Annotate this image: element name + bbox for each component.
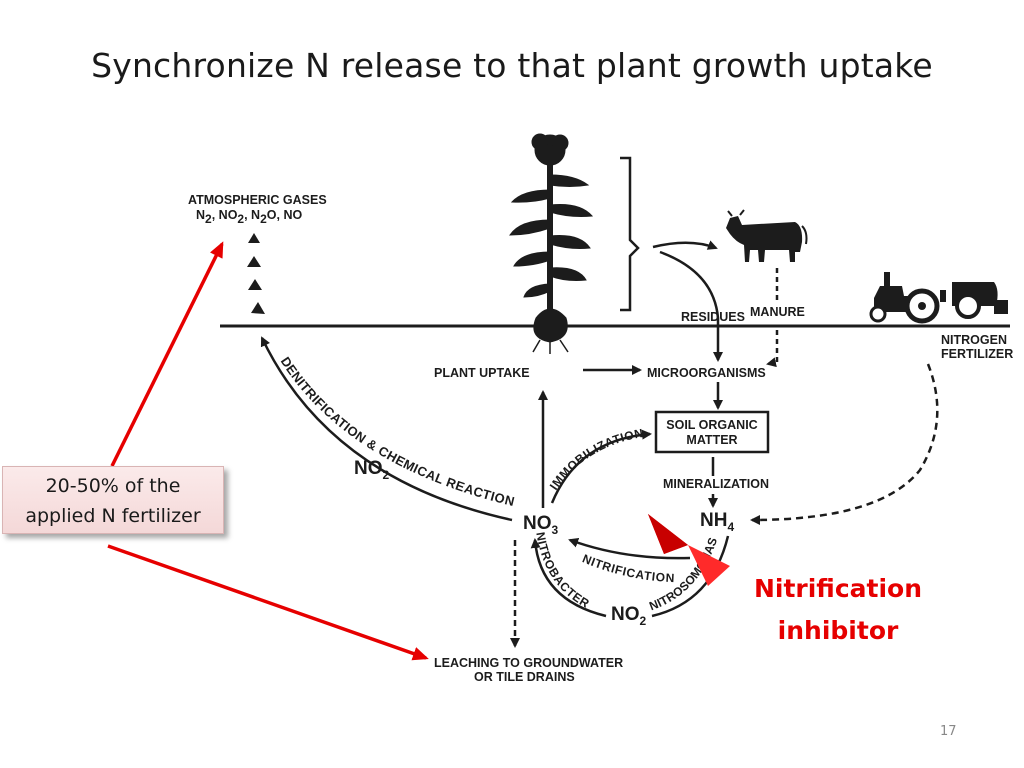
soil-organic-matter-label-1: SOIL ORGANIC <box>666 418 757 432</box>
nitrogen-fertilizer-label-1: NITROGEN <box>941 333 1007 347</box>
nh4-label: NH4 <box>700 510 734 534</box>
denitrification-arrow <box>260 336 513 522</box>
nitrosomonas-arrow <box>651 535 730 618</box>
callout-to-atmosphere-arrow <box>110 241 224 467</box>
arrow-to-livestock <box>652 240 718 250</box>
fertilizer-dashed-arrow <box>750 363 939 525</box>
no3-label: NO3 <box>523 513 559 537</box>
corn-plant-icon <box>509 133 594 354</box>
nitrogen-fertilizer-label-2: FERTILIZER <box>941 347 1013 361</box>
mineralization-label: MINERALIZATION <box>663 477 769 491</box>
page-number: 17 <box>940 724 957 739</box>
immobilization-arrow <box>550 429 652 504</box>
soil-organic-matter-box <box>654 410 770 454</box>
no2-left-label: NO2 <box>354 458 390 482</box>
inhibitor-line-1: Nitrification <box>753 574 923 603</box>
nitrification-inhibitor-label: Nitrification inhibitor <box>738 568 938 652</box>
nitrification-arrow <box>568 538 691 560</box>
callout-line-1: 20-50% of the <box>45 475 181 497</box>
nitrobacter-arrow <box>530 538 607 618</box>
gas-formulas-label: N2, NO2, N2O, NO <box>196 208 302 226</box>
manure-label: MANURE <box>750 305 805 319</box>
immobilization-label: IMMOBILIZATION <box>547 426 645 493</box>
plant-bracket <box>620 156 640 312</box>
callout-to-leaching-arrow <box>107 544 429 661</box>
cow-icon <box>726 209 808 262</box>
residues-arrow <box>659 250 723 362</box>
fertilizer-loss-callout: 20-50% of the applied N fertilizer <box>2 466 224 534</box>
residues-label: RESIDUES <box>681 310 745 324</box>
callout-line-2: applied N fertilizer <box>25 505 201 527</box>
inhibitor-line-2: inhibitor <box>777 616 899 645</box>
slide-title: Synchronize N release to that plant grow… <box>91 46 933 85</box>
gas-rising-arrows <box>247 233 265 314</box>
nitrification-inhibitor-icon <box>648 514 730 586</box>
nitrification-label: NITRIFICATION <box>580 551 675 585</box>
tractor-icon <box>869 272 1008 324</box>
atmospheric-gases-label: ATMOSPHERIC GASES <box>188 193 327 207</box>
plant-uptake-label: PLANT UPTAKE <box>434 366 530 380</box>
leaching-label-1: LEACHING TO GROUNDWATER <box>434 656 623 670</box>
manure-to-microorganisms-arrow <box>766 330 779 368</box>
soil-organic-matter-label-2: MATTER <box>686 433 737 447</box>
microorganisms-label: MICROORGANISMS <box>647 366 766 380</box>
leaching-label-2: OR TILE DRAINS <box>474 670 575 684</box>
no2-bottom-label: NO2 <box>611 604 647 628</box>
